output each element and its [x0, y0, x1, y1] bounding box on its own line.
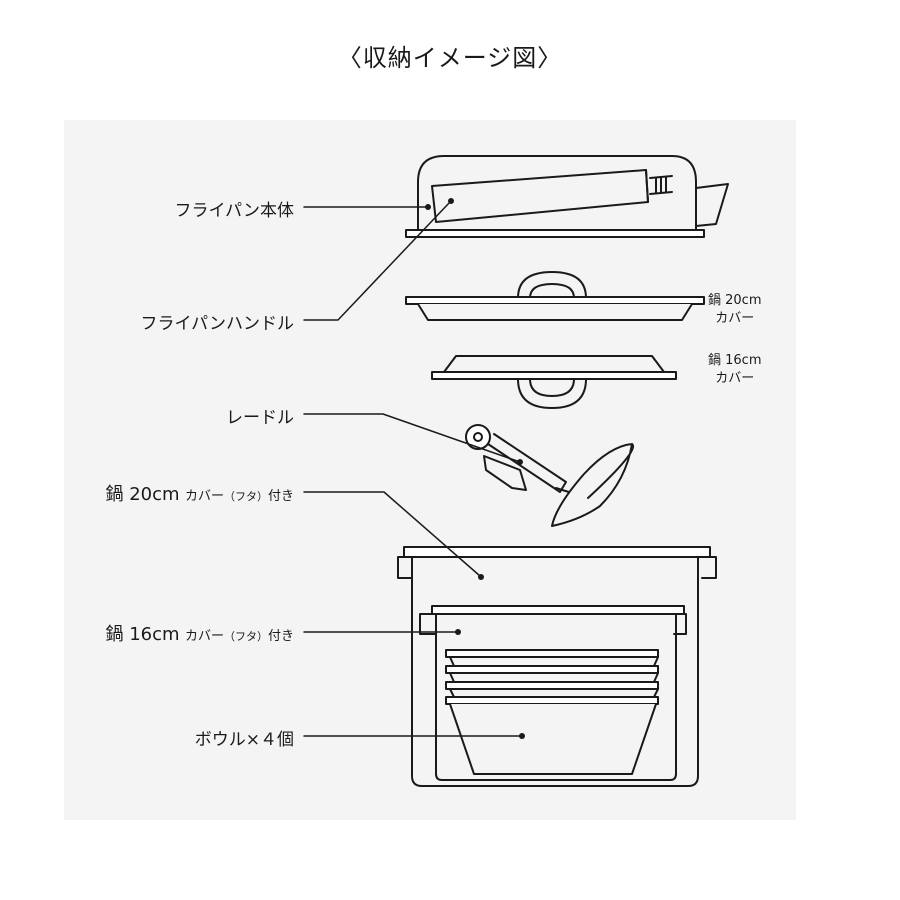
side-label-cover-20cm: 鍋 20cm カバー	[708, 292, 762, 328]
label-pot-20cm: 鍋 20cm カバー（フタ）付き	[106, 480, 295, 506]
side-label-cover-20cm-line1: 鍋 20cm	[708, 293, 762, 308]
label-pot-20cm-suffix: 付き	[267, 489, 294, 504]
label-bowls: ボウル×４個	[195, 725, 294, 750]
frypan-handle-drawing	[431, 169, 673, 223]
side-label-cover-16cm-line1: 鍋 16cm	[708, 353, 762, 368]
label-bowls-text: ボウル×４個	[194, 730, 294, 750]
pot-16cm-drawing	[419, 605, 687, 781]
side-label-cover-16cm-line2: カバー	[715, 371, 755, 386]
label-ladle: レードル	[226, 403, 294, 428]
label-frypan-handle-text: フライパンハンドル	[140, 314, 294, 334]
label-pot-16cm-cover: カバー	[184, 629, 224, 644]
label-frypan-body: フライパン本体	[174, 196, 294, 221]
cover-20cm-drawing	[405, 271, 705, 321]
label-frypan-handle: フライパンハンドル	[140, 309, 294, 334]
leader-frypan-handle	[303, 201, 451, 321]
label-pot-16cm-main: 鍋 16cm	[105, 624, 180, 645]
label-pot-16cm: 鍋 16cm カバー（フタ）付き	[106, 620, 295, 646]
ladle-drawing	[465, 424, 635, 527]
leader-pot-20cm	[303, 491, 481, 577]
label-pot-20cm-main: 鍋 20cm	[105, 484, 180, 505]
label-pot-20cm-cover: カバー	[184, 489, 224, 504]
label-frypan-body-text: フライパン本体	[174, 201, 294, 221]
label-ladle-text: レードル	[226, 408, 294, 428]
label-pot-20cm-lid: （フタ）	[223, 490, 268, 503]
side-label-cover-16cm: 鍋 16cm カバー	[708, 352, 762, 388]
leader-ladle	[303, 413, 521, 463]
bowls-drawing	[445, 649, 659, 775]
label-pot-16cm-suffix: 付き	[267, 629, 294, 644]
diagram-title: 〈収納イメージ図〉	[337, 44, 563, 72]
label-pot-16cm-lid: （フタ）	[223, 630, 268, 643]
side-label-cover-20cm-line2: カバー	[715, 311, 755, 326]
cover-16cm-drawing	[431, 355, 677, 409]
leader-lines	[303, 198, 525, 739]
pot-20cm-drawing	[397, 546, 717, 787]
